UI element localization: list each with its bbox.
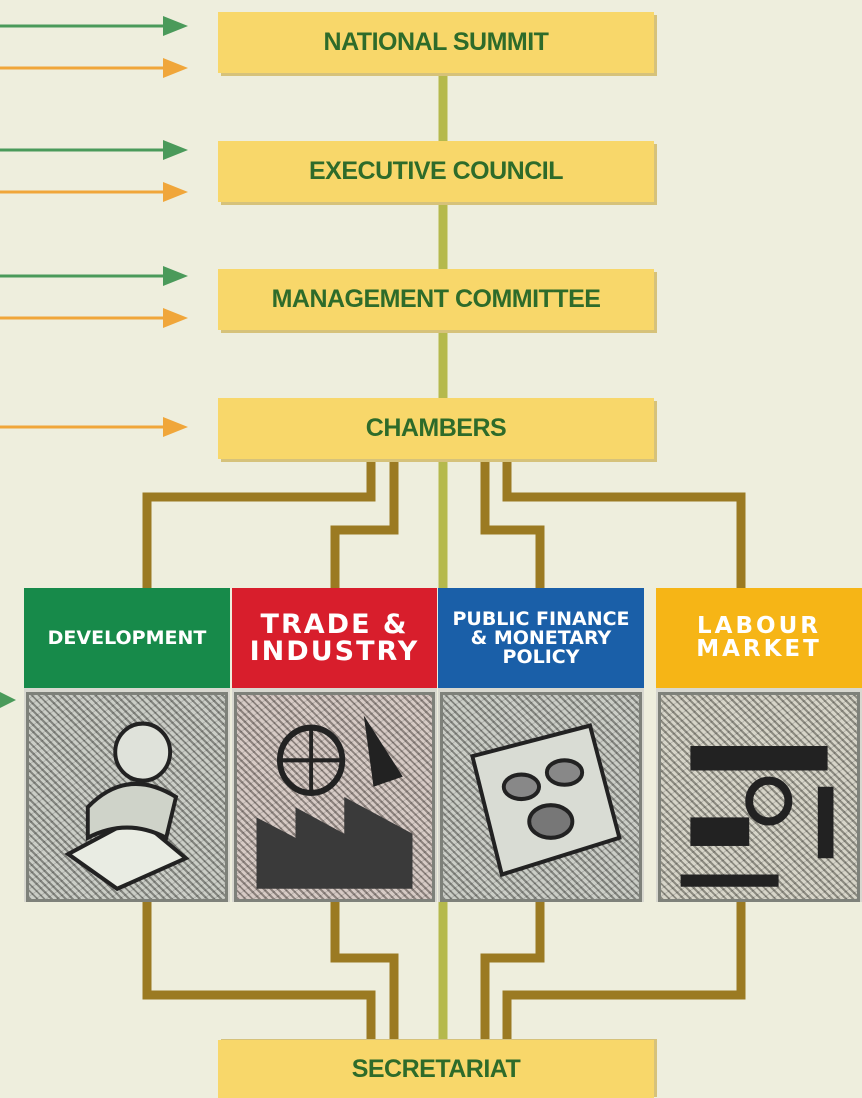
incoming-arrows: [0, 16, 188, 708]
arrow-green-summit: [0, 16, 188, 36]
branch-lower-finance: [480, 900, 545, 1045]
branch-lower-labour: [502, 900, 746, 1045]
management-committee-label: MANAGEMENT COMMITTEE: [271, 285, 601, 313]
branch-upper-development: [142, 458, 376, 590]
chamber-trade-title-line2: INDUSTRY: [249, 636, 420, 667]
secretariat-box: SECRETARIAT: [218, 1040, 654, 1098]
upper-branch-connectors: [142, 458, 746, 590]
arrow-orange-summit: [0, 58, 188, 78]
reading-person-icon: [26, 692, 228, 902]
branch-lower-development: [142, 900, 376, 1045]
arrow-green-development: [0, 692, 16, 708]
chamber-labour-title-line2: MARKET: [696, 636, 822, 662]
arrow-orange-council: [0, 182, 188, 202]
arrow-green-committee: [0, 266, 188, 286]
chamber-development-header: DEVELOPMENT: [24, 588, 230, 688]
chamber-public-finance-header: PUBLIC FINANCE & MONETARY POLICY: [438, 588, 644, 688]
chamber-trade-industry-header: TRADE & INDUSTRY: [232, 588, 437, 688]
chamber-public-finance: PUBLIC FINANCE & MONETARY POLICY: [438, 588, 644, 902]
management-committee-box: MANAGEMENT COMMITTEE: [218, 269, 654, 330]
tools-icon: [658, 692, 860, 902]
national-summit-label: NATIONAL SUMMIT: [323, 28, 549, 56]
factory-icon: [234, 692, 435, 902]
arrow-orange-committee: [0, 308, 188, 328]
branch-upper-trade: [330, 458, 399, 590]
chamber-labour-title-line1: LABOUR: [697, 613, 821, 639]
branch-upper-labour: [502, 458, 746, 590]
secretariat-label: SECRETARIAT: [351, 1054, 521, 1083]
executive-council-label: EXECUTIVE COUNCIL: [308, 157, 564, 185]
branch-lower-trade: [330, 900, 399, 1045]
chamber-finance-title-line1: PUBLIC FINANCE: [452, 607, 630, 630]
arrow-orange-chambers: [0, 417, 188, 437]
chamber-development: DEVELOPMENT: [24, 588, 230, 902]
chamber-development-title: DEVELOPMENT: [47, 626, 207, 649]
chamber-labour-market-header: LABOUR MARKET: [656, 588, 862, 688]
chambers-box: CHAMBERS: [218, 398, 654, 459]
chamber-finance-title-line2: & MONETARY: [470, 626, 612, 649]
chamber-finance-title-line3: POLICY: [502, 645, 580, 668]
chamber-labour-market: LABOUR MARKET: [656, 588, 862, 902]
coins-icon: [440, 692, 642, 902]
branch-upper-finance: [480, 458, 545, 590]
chamber-trade-industry: TRADE & INDUSTRY: [232, 588, 437, 902]
executive-council-box: EXECUTIVE COUNCIL: [218, 141, 654, 202]
lower-branch-connectors: [142, 900, 746, 1045]
chambers-label: CHAMBERS: [365, 414, 507, 442]
chamber-trade-title-line1: TRADE &: [260, 609, 409, 640]
national-summit-box: NATIONAL SUMMIT: [218, 12, 654, 73]
arrow-green-council: [0, 140, 188, 160]
